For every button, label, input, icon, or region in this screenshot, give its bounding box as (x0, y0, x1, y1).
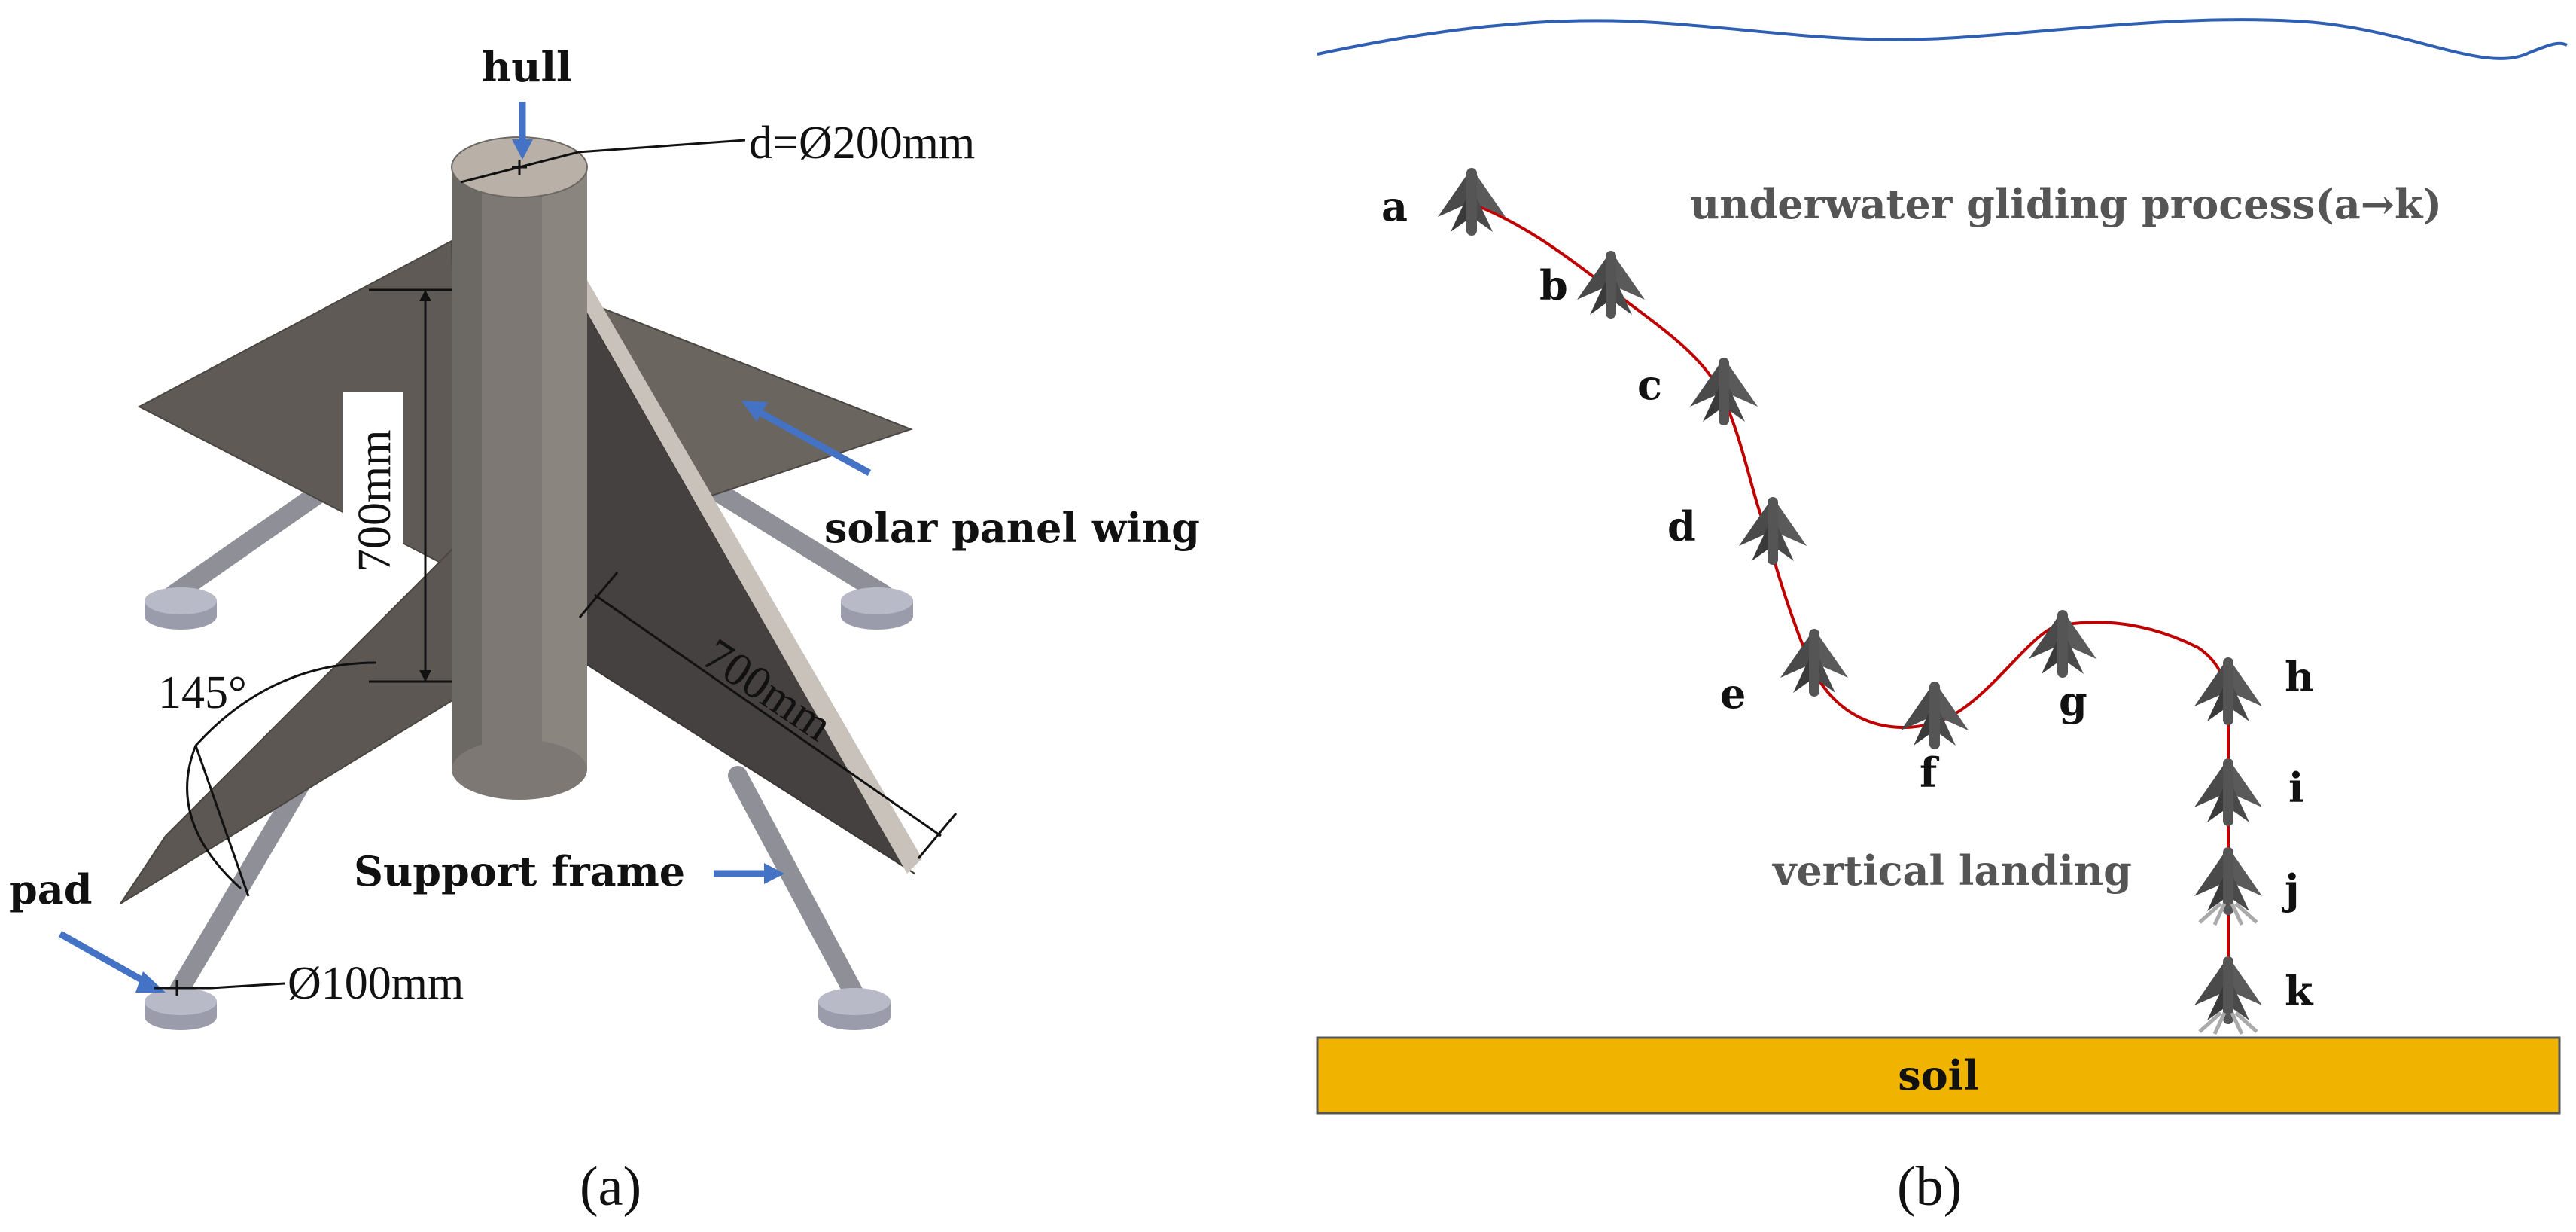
solar-panel-wing-label: solar panel wing (824, 504, 1200, 552)
glider-e (1780, 629, 1848, 697)
pad-diameter-label: Ø100mm (288, 958, 464, 1009)
angle-label: 145° (158, 667, 247, 718)
water-surface (1317, 18, 2568, 60)
panel-a: d=Ø200mm hull 700mm 700mm 145° (9, 43, 1200, 1218)
pad-arrowhead (135, 971, 166, 993)
position-label-f: f (1920, 749, 1940, 797)
solar-panel-wings (120, 239, 922, 904)
hull-label: hull (482, 43, 572, 91)
position-label-k: k (2285, 967, 2314, 1015)
caption-a: (a) (580, 1156, 641, 1218)
diameter-label: d=Ø200mm (749, 117, 975, 169)
caption-b: (b) (1897, 1156, 1962, 1218)
position-label-i: i (2288, 764, 2304, 812)
position-label-g: g (2059, 677, 2087, 725)
soil-label: soil (1898, 1051, 1978, 1099)
angle-dimension: 145° (158, 661, 377, 897)
height-dimension: 700mm (343, 288, 452, 683)
position-label-b: b (1539, 261, 1568, 310)
pad-diameter-dimension: Ø100mm (154, 958, 464, 1009)
glider-i (2194, 758, 2262, 826)
position-label-e: e (1720, 669, 1746, 718)
diameter-dimension: d=Ø200mm (460, 117, 975, 184)
position-label-a: a (1381, 182, 1408, 230)
position-label-j: j (2281, 865, 2300, 913)
position-label-d: d (1667, 502, 1696, 550)
position-label-c: c (1637, 361, 1662, 409)
soil-block (1316, 1036, 2561, 1115)
wing-arrow (758, 410, 872, 476)
support-frame-label: Support frame (354, 847, 685, 895)
pad-label: pad (9, 865, 93, 913)
hull-cylinder (451, 136, 588, 800)
vertical-landing-label: vertical landing (1772, 846, 2132, 895)
position-label-h: h (2285, 653, 2314, 701)
pad-arrow (58, 931, 149, 986)
glider-c (1690, 358, 1758, 425)
glider-g (2029, 610, 2096, 678)
height-label: 700mm (349, 430, 400, 572)
glider-f (1901, 682, 1969, 749)
glider-j (2194, 847, 2262, 915)
glider-a (1438, 168, 1506, 236)
glider-d (1739, 497, 1807, 565)
glider-k (2194, 956, 2262, 1024)
gliding-title: underwater gliding process(a→k) (1690, 180, 2442, 228)
panel-b: underwater gliding process(a→k) (1316, 18, 2568, 1218)
position-labels: a b c d e f g h i j k (1381, 182, 2314, 1015)
glider-h (2194, 657, 2262, 725)
pads (145, 587, 913, 1030)
support-frame-arrowhead (764, 863, 784, 884)
wing-arrowhead (741, 401, 768, 422)
hull-arrowhead (512, 139, 533, 160)
